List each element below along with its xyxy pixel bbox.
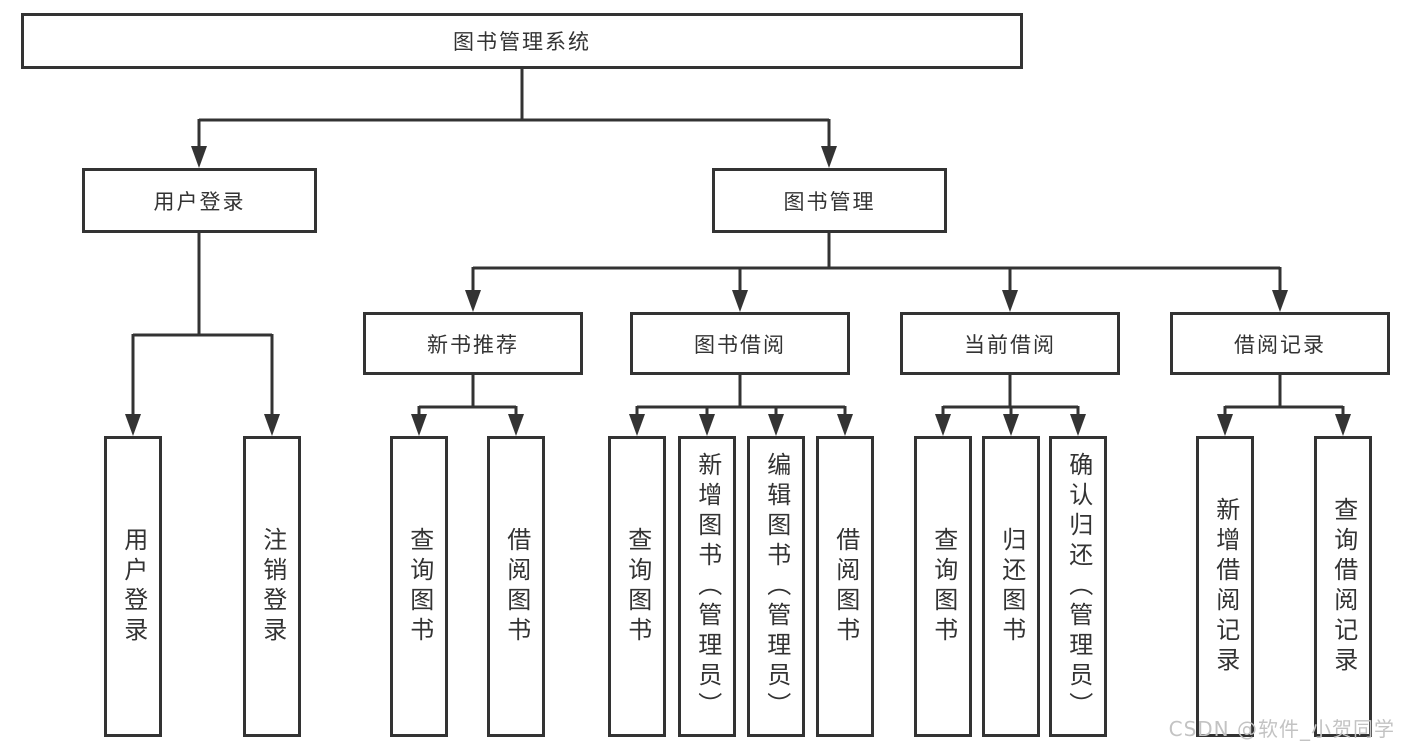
node-label: 图书管理系统 [453, 30, 591, 54]
node-book-management: 图书管理 [712, 168, 947, 233]
node-label: 新增借阅记录 [1211, 496, 1240, 677]
node-label: 归还图书 [997, 526, 1026, 647]
node-label: 用户登录 [119, 526, 148, 647]
node-label: 新书推荐 [427, 332, 519, 357]
leaf-rec-borrow-books: 借阅图书 [487, 436, 545, 737]
node-label: 用户登录 [153, 189, 246, 214]
leaf-rec-query-books: 查询图书 [390, 436, 448, 737]
leaf-records-add-record: 新增借阅记录 [1196, 436, 1254, 737]
node-label: 编辑图书（管理员） [762, 451, 791, 722]
node-label: 查询借阅记录 [1329, 496, 1358, 677]
node-label: 查询图书 [929, 526, 958, 647]
node-label: 确认归还（管理员） [1064, 451, 1093, 722]
node-book-borrowing: 图书借阅 [630, 312, 850, 375]
node-label: 注销登录 [258, 526, 287, 647]
node-label: 借阅记录 [1234, 332, 1326, 357]
node-label: 借阅图书 [831, 526, 860, 647]
node-label: 图书管理 [783, 189, 876, 214]
leaf-logout: 注销登录 [243, 436, 301, 737]
node-label: 借阅图书 [502, 526, 531, 647]
node-current-borrowing: 当前借阅 [900, 312, 1120, 375]
leaf-user-login: 用户登录 [104, 436, 162, 737]
watermark: CSDN @软件_小贺同学 [1168, 717, 1395, 741]
leaf-records-query-record: 查询借阅记录 [1314, 436, 1372, 737]
leaf-borrow-borrow-books: 借阅图书 [816, 436, 874, 737]
node-borrowing-records: 借阅记录 [1170, 312, 1390, 375]
node-label: 当前借阅 [964, 332, 1056, 357]
node-label: 新增图书（管理员） [693, 451, 722, 722]
node-library-system: 图书管理系统 [21, 13, 1023, 69]
leaf-borrow-query-books: 查询图书 [608, 436, 666, 737]
node-label: 查询图书 [405, 526, 434, 647]
leaf-borrow-edit-books-admin: 编辑图书（管理员） [747, 436, 805, 737]
leaf-current-return-books: 归还图书 [982, 436, 1040, 737]
node-new-book-recommendation: 新书推荐 [363, 312, 583, 375]
leaf-current-query-books: 查询图书 [914, 436, 972, 737]
node-user-login: 用户登录 [82, 168, 317, 233]
node-label: 查询图书 [623, 526, 652, 647]
leaf-current-confirm-return-admin: 确认归还（管理员） [1049, 436, 1107, 737]
node-label: 图书借阅 [694, 332, 786, 357]
leaf-borrow-add-books-admin: 新增图书（管理员） [678, 436, 736, 737]
